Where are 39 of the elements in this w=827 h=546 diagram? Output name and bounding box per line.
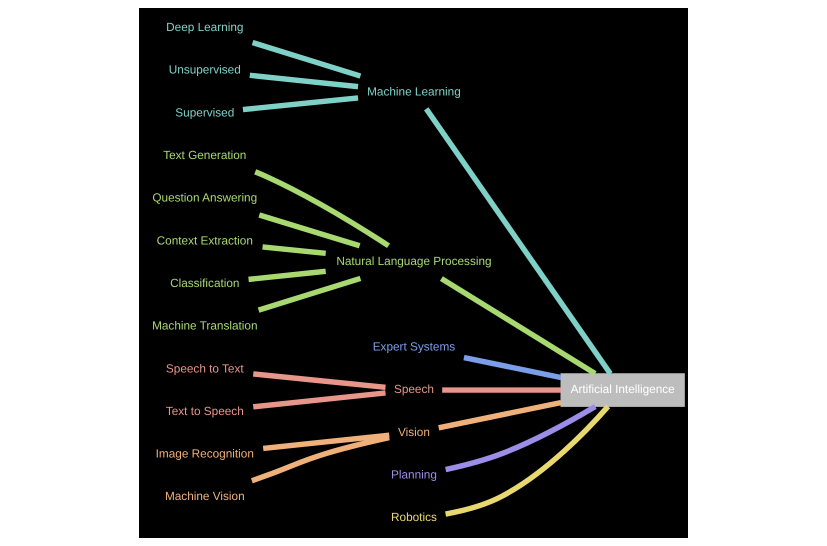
connector [463,354,562,380]
connector [250,72,358,90]
node-text: Question Answering [152,192,258,205]
connector [252,390,386,410]
connector [242,95,358,112]
connector [262,244,326,256]
connector [424,107,613,376]
node-text: Natural Language Processing [336,255,492,268]
node-text: Planning [391,468,437,482]
connector [440,276,597,376]
connector [262,432,390,452]
node-text: Context Extraction [156,234,253,248]
connector [258,276,362,313]
node-text: Text Generation [163,149,246,162]
connector [252,40,362,79]
node-text: Speech to Text [166,362,244,376]
node-text: Text to Speech [166,404,244,418]
node-text: Speech [394,383,434,396]
node-text: Machine Vision [164,490,245,504]
connector [438,400,562,430]
node-text: Machine Learning [367,86,461,99]
node-text: Classification [170,276,240,290]
connector [248,268,326,282]
node-text: Image Recognition [156,448,254,461]
connector [250,434,390,484]
connector [442,387,561,393]
node-text: Unsupervised [168,64,241,77]
node-box: Artificial Intelligence [560,373,685,407]
connector [254,169,390,248]
node-text: Supervised [175,106,234,120]
connector [445,404,597,472]
node-text: Expert Systems [372,340,456,354]
connector [445,404,610,517]
node-text: Deep Learning [166,21,244,34]
connector [258,212,360,248]
node-text: Vision [398,426,430,439]
connector [252,371,386,390]
node-text: Robotics [391,511,437,524]
node-text: Machine Translation [152,320,258,333]
